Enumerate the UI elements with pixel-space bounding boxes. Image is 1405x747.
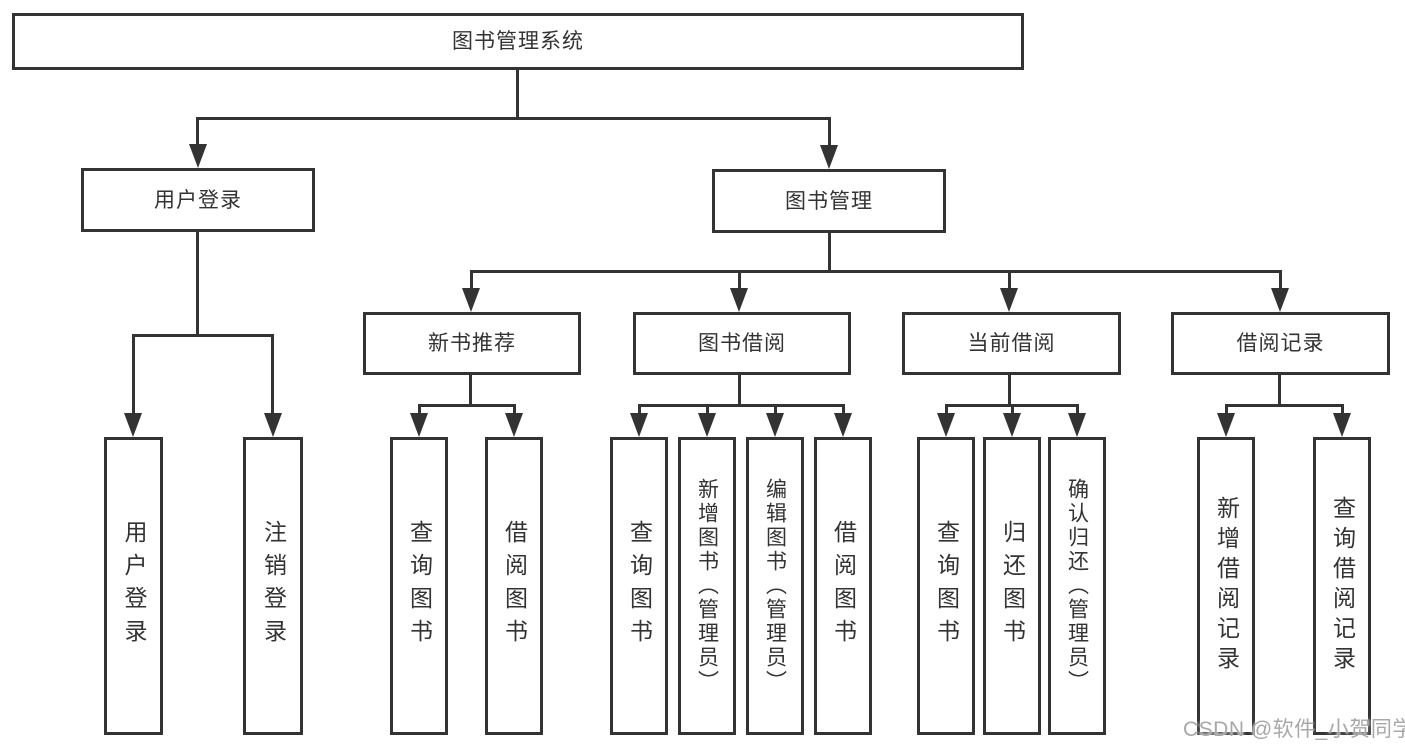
connector-line [1076, 404, 1079, 418]
connector-line [638, 404, 845, 407]
arrow-down-icon [264, 413, 282, 437]
connector-line [842, 404, 845, 418]
connector-line [738, 270, 741, 292]
arrow-down-icon [766, 413, 784, 437]
connector-line [516, 70, 519, 119]
node-leaf-query-borrow-record: 查询借阅记录 [1313, 437, 1371, 735]
connector-line [132, 334, 274, 337]
arrow-down-icon [505, 413, 523, 437]
node-book-management: 图书管理 [712, 169, 946, 233]
connector-line [1341, 404, 1344, 418]
connector-line [1279, 270, 1282, 292]
node-new-book-recommend: 新书推荐 [363, 312, 581, 375]
arrow-down-icon [834, 413, 852, 437]
arrow-down-icon [820, 145, 838, 169]
connector-line [945, 404, 948, 418]
node-leaf-logout: 注销登录 [243, 437, 303, 735]
node-leaf-user-login: 用户登录 [104, 437, 163, 735]
connector-line [418, 404, 421, 418]
connector-line [418, 404, 516, 407]
connector-line [1225, 404, 1228, 418]
node-user-login: 用户登录 [81, 168, 315, 232]
node-leaf-query-book-3: 查询图书 [917, 437, 975, 735]
arrow-down-icon [630, 413, 648, 437]
connector-line [469, 375, 472, 406]
connector-line [774, 404, 777, 418]
connector-line [196, 117, 199, 147]
node-leaf-return-book: 归还图书 [983, 437, 1041, 735]
node-root-library-system: 图书管理系统 [12, 13, 1024, 70]
connector-line [706, 404, 709, 418]
connector-line [470, 270, 473, 292]
connector-line [828, 233, 831, 272]
arrow-down-icon [410, 413, 428, 437]
node-leaf-edit-book-admin: 编辑图书（管理员） [746, 437, 804, 735]
node-leaf-add-book-admin: 新增图书（管理员） [678, 437, 736, 735]
arrow-down-icon [1000, 288, 1018, 312]
connector-line [471, 270, 1281, 273]
node-leaf-query-book-1: 查询图书 [390, 437, 448, 735]
arrow-down-icon [730, 288, 748, 312]
arrow-down-icon [1217, 413, 1235, 437]
node-leaf-add-borrow-record: 新增借阅记录 [1197, 437, 1255, 735]
node-leaf-query-book-2: 查询图书 [610, 437, 668, 735]
connector-line [738, 375, 741, 406]
arrow-down-icon [1271, 288, 1289, 312]
connector-line [828, 117, 831, 147]
csdn-watermark: CSDN @软件_小贺同学 [1183, 718, 1405, 741]
arrow-down-icon [1003, 413, 1021, 437]
connector-line [1008, 375, 1011, 406]
arrow-down-icon [698, 413, 716, 437]
node-current-borrow: 当前借阅 [902, 312, 1121, 375]
arrow-down-icon [462, 288, 480, 312]
connector-line [1278, 375, 1281, 406]
node-book-borrow: 图书借阅 [633, 312, 851, 375]
connector-line [1008, 270, 1011, 292]
connector-line [513, 404, 516, 418]
node-leaf-confirm-return-admin: 确认归还（管理员） [1048, 437, 1106, 735]
node-leaf-borrow-book-2: 借阅图书 [814, 437, 872, 735]
arrow-down-icon [124, 413, 142, 437]
connector-line [196, 232, 199, 336]
arrow-down-icon [1333, 413, 1351, 437]
connector-line [132, 334, 135, 418]
node-leaf-borrow-book-1: 借阅图书 [485, 437, 543, 735]
connector-line [271, 334, 274, 418]
connector-line [1225, 404, 1344, 407]
arrow-down-icon [937, 413, 955, 437]
node-borrow-record: 借阅记录 [1171, 312, 1390, 375]
connector-line [638, 404, 641, 418]
connector-line [1011, 404, 1014, 418]
arrow-down-icon [1068, 413, 1086, 437]
connector-line [197, 117, 831, 120]
arrow-down-icon [189, 144, 207, 168]
